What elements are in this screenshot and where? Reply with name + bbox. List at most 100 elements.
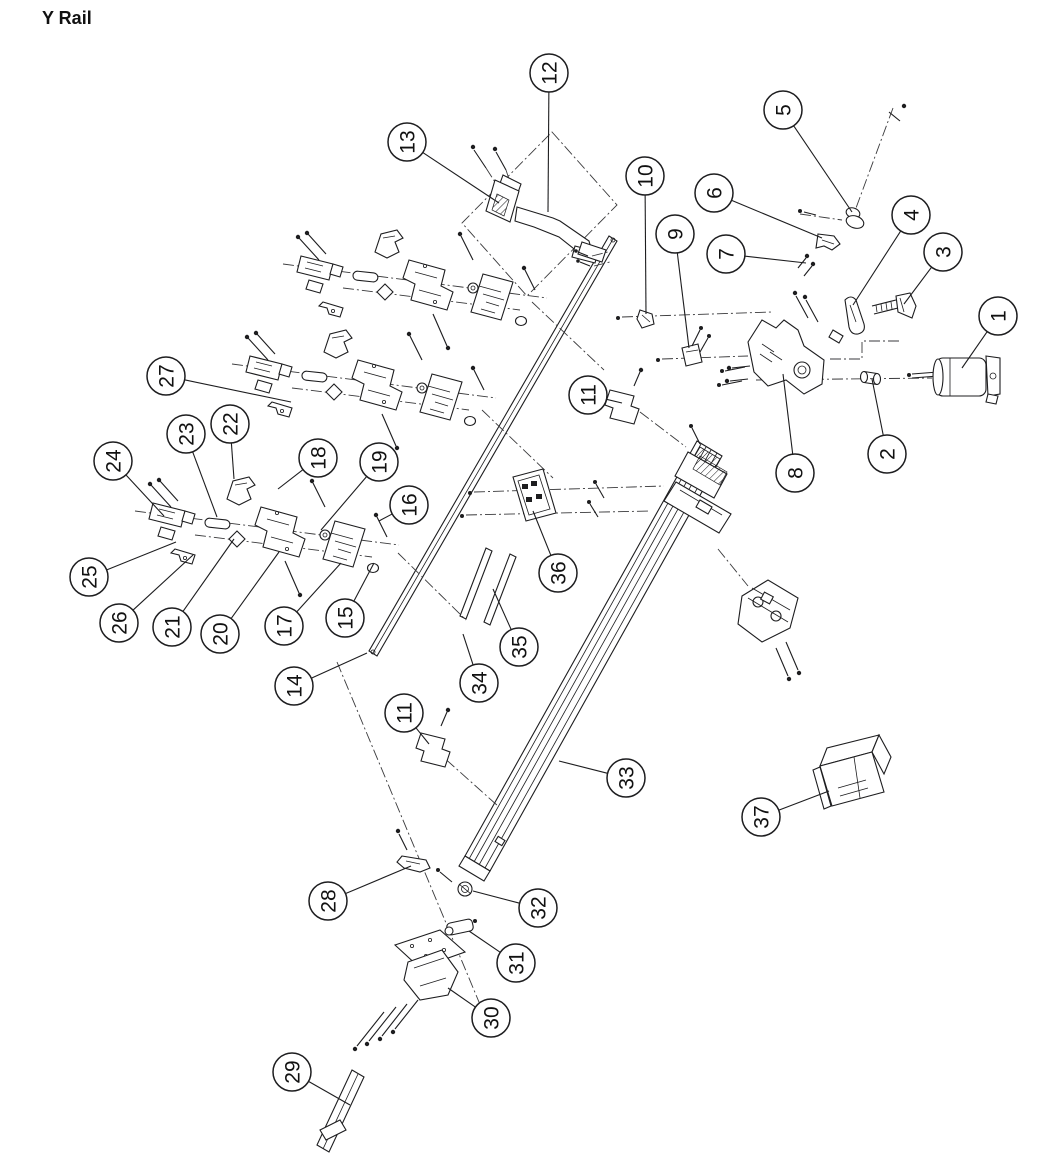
screws-7	[797, 253, 816, 277]
balloon-number-32: 32	[528, 896, 551, 919]
sensor-cylinder-31	[444, 918, 477, 936]
balloon-number-29: 29	[282, 1060, 305, 1083]
balloon-19	[359, 442, 399, 482]
leader-line-17	[296, 562, 342, 612]
balloon-number-20: 20	[210, 622, 233, 645]
balloon-number-11: 11	[578, 384, 601, 406]
balloon-11	[568, 375, 608, 415]
balloon-22	[210, 404, 250, 444]
leader-line-14	[311, 652, 368, 679]
balloon-15	[325, 598, 365, 638]
balloon-number-17: 17	[274, 614, 297, 637]
balloon-number-25: 25	[79, 565, 102, 588]
balloon-23	[166, 414, 206, 454]
balloon-number-18: 18	[308, 446, 331, 469]
guide-rail-end-bracket	[574, 241, 611, 267]
balloon-number-15: 15	[335, 606, 358, 629]
rail-cover-strips	[459, 547, 517, 626]
balloon-16	[389, 485, 429, 525]
end-clip-28	[395, 828, 431, 873]
balloon-29	[272, 1052, 312, 1092]
leader-line-11	[606, 398, 623, 404]
leader-line-15	[353, 562, 375, 602]
balloon-number-7: 7	[716, 248, 739, 260]
balloon-31	[496, 943, 536, 983]
balloon-number-12: 12	[539, 61, 562, 84]
leader-line-37	[779, 790, 830, 811]
balloon-25	[69, 557, 109, 597]
bolt-3	[871, 292, 917, 319]
leader-line-27	[184, 379, 292, 403]
leader-line-25	[106, 541, 177, 571]
idler-pulley-5	[798, 103, 907, 229]
leader-line-12	[547, 92, 550, 213]
carriage-block	[663, 366, 746, 534]
balloon-21	[152, 607, 192, 647]
leader-line-35	[492, 588, 512, 630]
bracket-cluster-top	[282, 229, 548, 351]
leader-line-6	[731, 199, 823, 239]
bracket-cluster-left	[134, 476, 400, 598]
balloon-17	[264, 606, 304, 646]
balloon-27	[146, 356, 186, 396]
balloon-10	[625, 156, 665, 196]
balloon-30	[471, 998, 511, 1038]
balloon-14	[274, 666, 314, 706]
balloon-number-22: 22	[220, 412, 243, 435]
leader-line-21	[182, 538, 235, 612]
leader-line-18	[277, 469, 303, 490]
balloon-number-24: 24	[103, 449, 126, 473]
balloon-number-14: 14	[284, 674, 307, 698]
balloon-number-13: 13	[397, 130, 420, 153]
balloon-number-35: 35	[509, 635, 532, 658]
leader-line-28	[345, 865, 412, 894]
balloon-8	[775, 453, 815, 493]
leader-line-29	[308, 1081, 351, 1106]
balloon-number-4: 4	[901, 209, 924, 221]
balloon-3	[923, 232, 963, 272]
leader-line-7	[745, 255, 807, 264]
balloon-2	[867, 434, 907, 474]
balloon-37	[741, 797, 781, 837]
leader-line-11	[415, 727, 430, 745]
linear-guide-rail	[368, 235, 618, 657]
balloon-11	[384, 693, 424, 733]
leader-line-20	[230, 551, 280, 619]
balloon-number-23: 23	[176, 422, 199, 445]
balloon-20	[200, 614, 240, 654]
sensor-plate-36	[512, 468, 605, 522]
leader-line-22	[230, 443, 235, 480]
balloon-number-16: 16	[399, 493, 422, 516]
balloon-number-28: 28	[318, 889, 341, 912]
bracket-cluster-middle	[231, 329, 497, 451]
balloon-number-2: 2	[877, 448, 900, 460]
leader-line-34	[462, 633, 474, 665]
balloon-36	[538, 553, 578, 593]
balloon-number-36: 36	[548, 561, 571, 584]
leader-line-8	[782, 373, 794, 454]
leader-line-33	[558, 760, 608, 774]
rail-clamp-11-upper	[604, 367, 644, 425]
leader-line-4	[852, 231, 901, 306]
shaft-coupler-32	[436, 868, 473, 897]
idler-bracket-8	[724, 290, 825, 395]
leader-line-2	[871, 378, 884, 435]
balloon-28	[308, 881, 348, 921]
balloon-24	[93, 441, 133, 481]
leader-line-30	[447, 987, 476, 1008]
main-rail-extrusion	[458, 440, 723, 882]
balloon-number-33: 33	[616, 766, 639, 789]
balloon-1	[978, 296, 1018, 336]
balloon-7	[706, 234, 746, 274]
balloon-number-11: 11	[394, 702, 417, 724]
stepper-motor-1	[907, 355, 1001, 405]
balloon-number-8: 8	[785, 467, 808, 479]
balloon-number-19: 19	[369, 450, 392, 473]
leader-line-36	[532, 510, 552, 556]
balloon-32	[518, 888, 558, 928]
leader-line-23	[192, 452, 218, 518]
balloon-26	[99, 603, 139, 643]
leader-line-1	[961, 331, 988, 369]
balloon-12	[529, 53, 569, 93]
